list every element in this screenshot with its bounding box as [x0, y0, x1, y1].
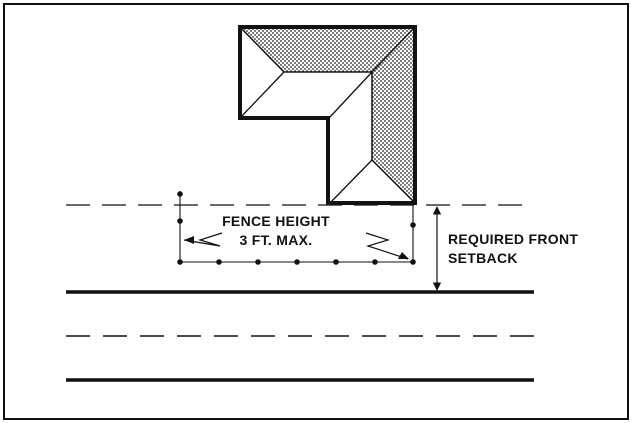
- fence-posts: [177, 191, 416, 265]
- fence-height-label: FENCE HEIGHT 3 FT. MAX.: [216, 212, 336, 250]
- required-setback-label: REQUIRED FRONT SETBACK: [448, 230, 618, 268]
- setback-line2: SETBACK: [448, 250, 518, 266]
- setback-line1: REQUIRED FRONT: [448, 231, 579, 247]
- right-leader-arrow: [365, 232, 409, 260]
- house-footprint: [238, 25, 417, 205]
- fence-height-line1: FENCE HEIGHT: [222, 213, 330, 229]
- fence-leader-arrows: [183, 232, 409, 260]
- roof-hip-lines: [239, 26, 416, 204]
- left-leader-arrow: [183, 232, 223, 247]
- fence-height-line2: 3 FT. MAX.: [239, 232, 313, 248]
